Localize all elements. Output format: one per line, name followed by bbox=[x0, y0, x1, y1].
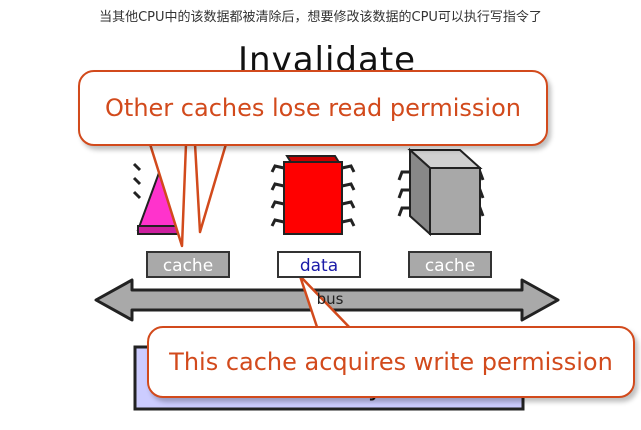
caption: 当其他CPU中的该数据都被清除后，想要修改该数据的CPU可以执行写指令了 bbox=[99, 10, 542, 25]
callout-top-text: Other caches lose read permission bbox=[105, 94, 521, 122]
cache-label-right: cache bbox=[408, 251, 492, 278]
cache-label-middle: data bbox=[277, 251, 361, 278]
callout-top: Other caches lose read permission bbox=[78, 70, 548, 146]
cpu-right bbox=[397, 147, 485, 237]
bus-label: bus bbox=[316, 290, 344, 308]
callout-bottom-text: This cache acquires write permission bbox=[169, 348, 613, 376]
cpu-middle bbox=[270, 155, 356, 235]
callout-bottom: This cache acquires write permission bbox=[147, 326, 635, 398]
bus-arrow bbox=[94, 278, 560, 322]
cache-label-left: cache bbox=[146, 251, 230, 278]
